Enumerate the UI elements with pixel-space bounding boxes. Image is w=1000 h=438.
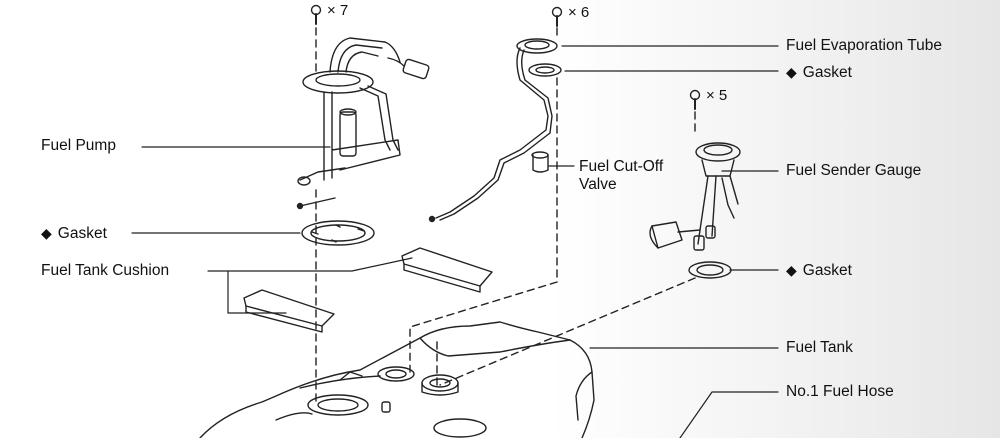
replace-marker-icon: ◆: [41, 225, 52, 241]
label-gasket-text: Gasket: [57, 225, 107, 242]
label-gasket-sender: ◆ Gasket: [786, 261, 852, 280]
label-fuel-tank-cushion: Fuel Tank Cushion: [41, 262, 170, 279]
label-gasket-text: Gasket: [802, 262, 852, 279]
fuel-sender-gauge: [649, 142, 741, 251]
label-gasket-text: Gasket: [802, 64, 852, 81]
label-gasket-pump: ◆ Gasket: [41, 224, 107, 243]
label-fuel-cut-off-valve: Fuel Cut-Off Valve: [579, 158, 663, 194]
label-gasket-evap: ◆ Gasket: [786, 63, 852, 82]
pump-bolt-icon: [299, 197, 336, 207]
label-no1-fuel-hose: No.1 Fuel Hose: [786, 383, 894, 400]
label-fuel-pump: Fuel Pump: [41, 137, 116, 154]
pump-screw-icon: [310, 4, 322, 25]
pump-gasket-icon: [301, 220, 375, 246]
fuel-tank: [199, 321, 595, 438]
sender-gasket-icon: [688, 261, 732, 279]
assembly-dashed-lines: [315, 27, 696, 406]
fuel-cut-off-valve-icon: [531, 151, 549, 173]
label-fuel-cut-off-valve-line2: Valve: [579, 176, 617, 193]
leader-lines: [131, 45, 779, 438]
fuel-evaporation-tube: [428, 38, 562, 223]
label-fuel-cut-off-valve-line1: Fuel Cut-Off: [579, 158, 664, 175]
label-fuel-evaporation-tube: Fuel Evaporation Tube: [786, 37, 942, 54]
pump-screw-quantity: × 7: [327, 2, 349, 19]
replace-marker-icon: ◆: [786, 64, 797, 80]
sender-screw-icon: [689, 89, 701, 110]
label-fuel-sender-gauge: Fuel Sender Gauge: [786, 162, 922, 179]
replace-marker-icon: ◆: [786, 262, 797, 278]
fuel-pump-assembly: [297, 37, 430, 186]
pump-bolt-head: [296, 202, 304, 210]
evap-screw-quantity: × 6: [568, 4, 590, 21]
fuel-tank-cushion-upper: [401, 247, 493, 293]
fuel-tank-cushion-lower: [243, 289, 335, 333]
sender-screw-quantity: × 5: [706, 87, 728, 104]
label-fuel-tank: Fuel Tank: [786, 339, 853, 356]
evap-screw-icon: [551, 6, 563, 27]
